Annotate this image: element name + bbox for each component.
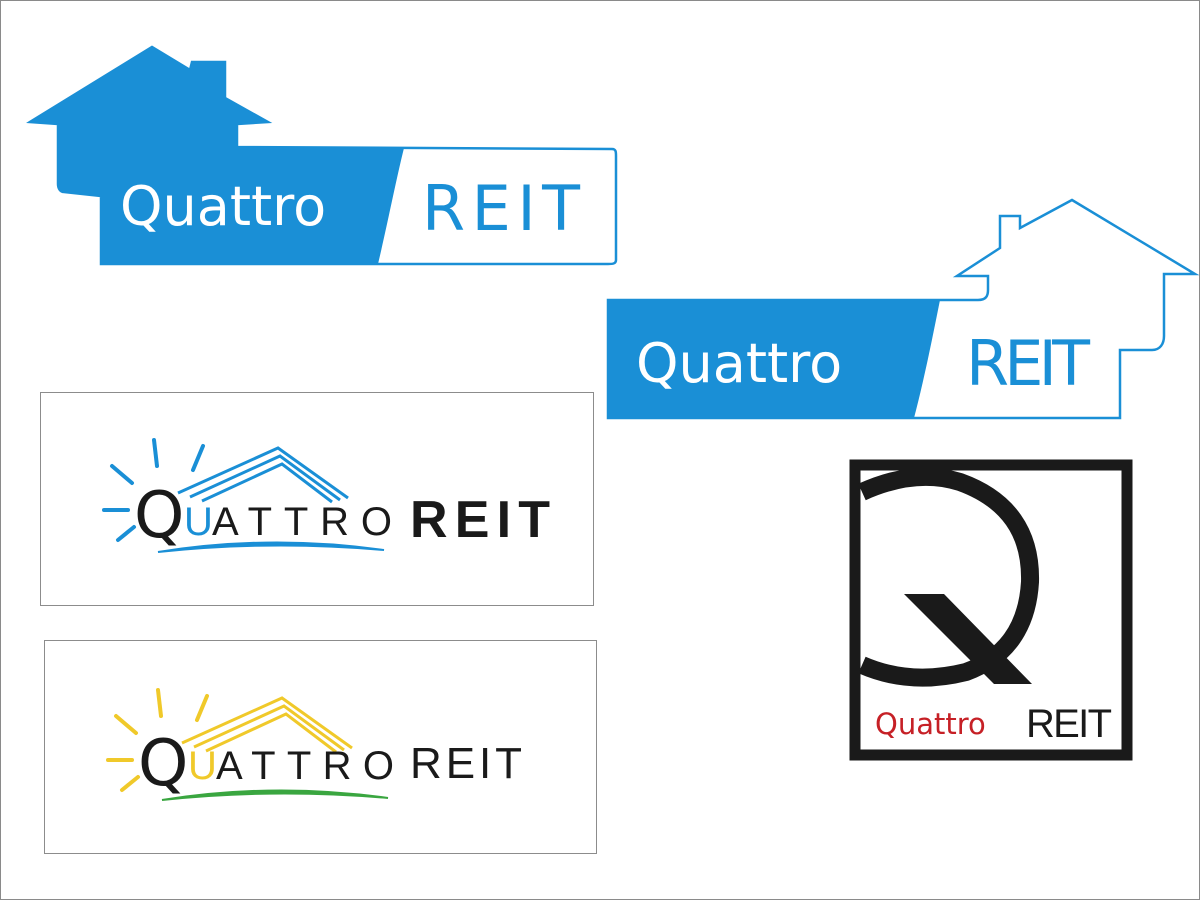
roof-icon — [177, 446, 349, 504]
wordmark-quattro: Quattro — [636, 332, 842, 395]
wordmark-q: Q — [134, 479, 184, 553]
wordmark-reit: REIT — [422, 172, 581, 245]
sun-rays-icon — [106, 688, 209, 792]
square-frame — [849, 459, 1133, 761]
wordmark-quattro: Quattro — [875, 707, 986, 741]
wordmark-quattro: Quattro — [120, 175, 326, 238]
wordmark-reit: REIT — [410, 739, 522, 788]
roof-icon — [181, 696, 353, 754]
logo-card-yellow-sun — [44, 640, 597, 854]
wordmark-q: Q — [138, 727, 188, 801]
logo-card-blue-sun — [40, 392, 594, 606]
wordmark-reit: REIT — [410, 491, 550, 549]
wordmark-reit: REIT — [966, 327, 1091, 400]
wordmark-reit: REIT — [1026, 702, 1112, 746]
swoosh — [161, 789, 389, 801]
big-q-mark — [858, 467, 1040, 687]
wordmark-u: U — [184, 500, 213, 544]
swoosh — [157, 541, 385, 553]
blue-fill-region — [608, 300, 940, 418]
blue-fill-region — [30, 47, 404, 264]
wordmark-u: U — [188, 744, 217, 788]
sun-rays-icon — [102, 438, 205, 542]
